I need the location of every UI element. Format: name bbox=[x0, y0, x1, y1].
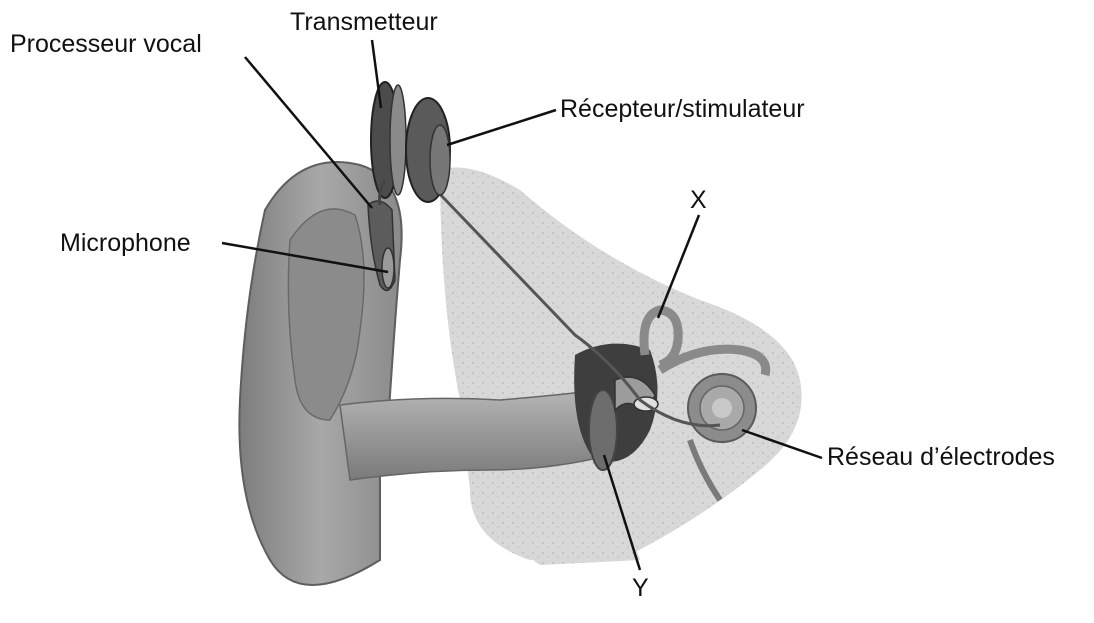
label-speech-processor: Processeur vocal bbox=[10, 30, 202, 58]
receiver-body bbox=[430, 125, 450, 195]
label-x: X bbox=[690, 186, 707, 214]
cochlea-core bbox=[712, 398, 732, 418]
label-receiver-stimulator: Récepteur/stimulateur bbox=[560, 95, 805, 123]
label-transmitter: Transmetteur bbox=[290, 8, 438, 36]
microphone-device bbox=[382, 248, 394, 288]
label-y: Y bbox=[632, 574, 649, 602]
leader-recepteur bbox=[447, 110, 556, 145]
eardrum bbox=[589, 390, 617, 470]
label-electrode-array: Réseau d’électrodes bbox=[827, 443, 1055, 471]
transmitter-edge bbox=[390, 85, 406, 195]
label-microphone: Microphone bbox=[60, 229, 191, 257]
